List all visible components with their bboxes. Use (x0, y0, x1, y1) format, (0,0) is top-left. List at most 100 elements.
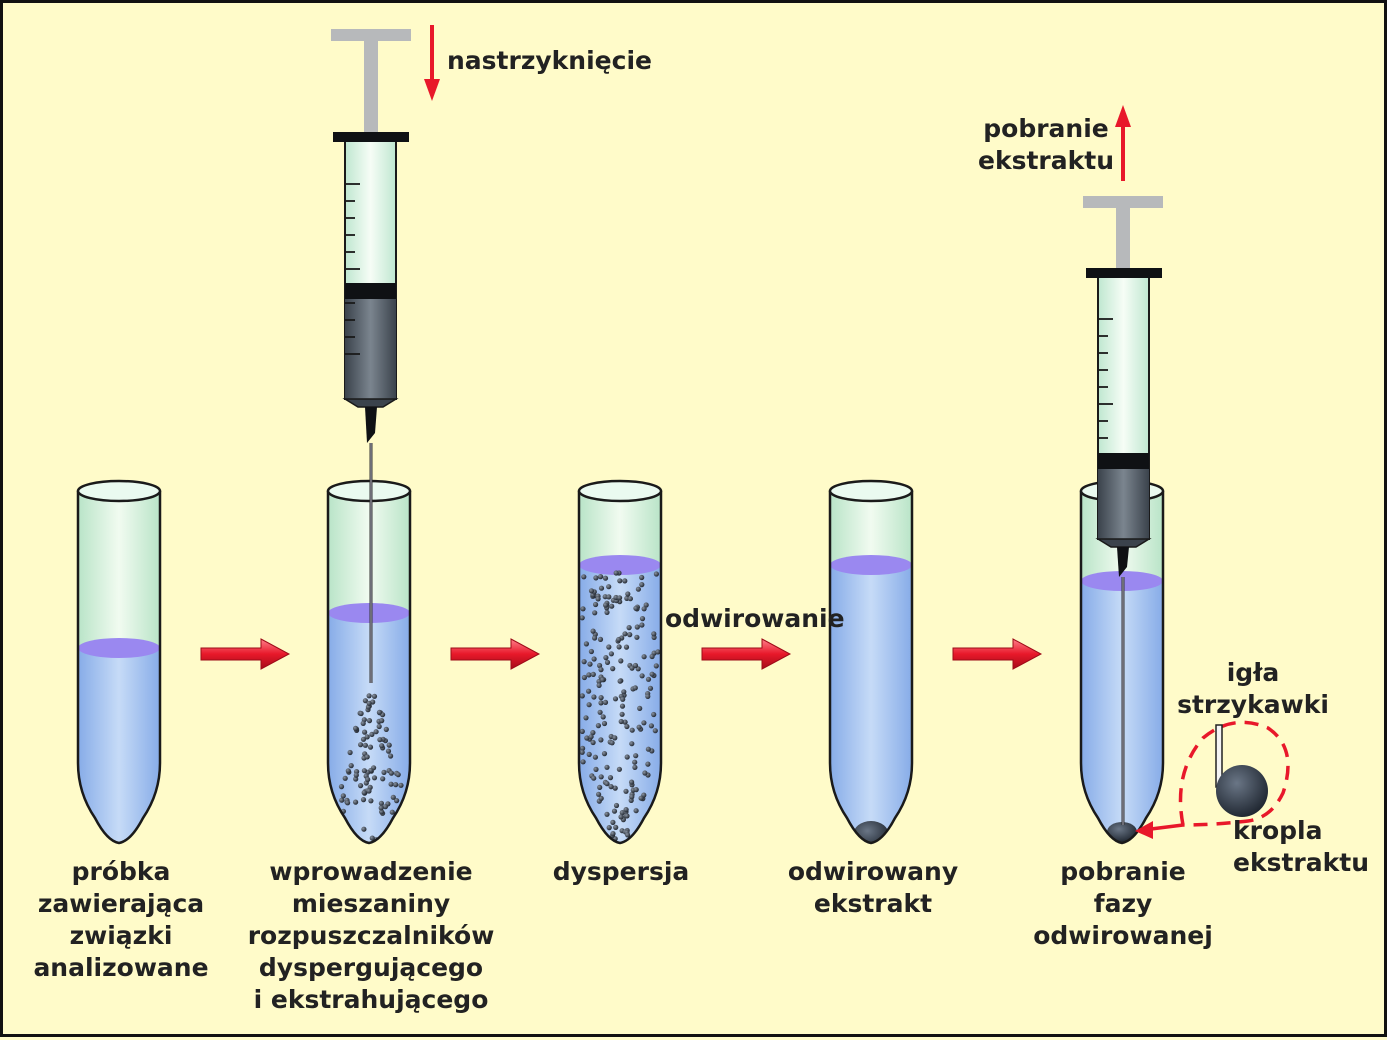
droplet (609, 740, 615, 746)
droplet (383, 726, 389, 733)
droplet (642, 770, 648, 776)
droplet (362, 742, 368, 748)
droplet (611, 808, 618, 814)
droplet (389, 809, 395, 815)
droplet (639, 673, 645, 679)
droplet (613, 802, 620, 809)
droplet (366, 788, 372, 794)
droplet (597, 784, 603, 791)
droplet (645, 761, 651, 767)
droplet (400, 814, 406, 820)
droplet (648, 723, 655, 729)
droplet (638, 795, 644, 801)
right-arrow-icon (200, 638, 291, 670)
droplet (592, 754, 599, 760)
droplet (382, 804, 388, 810)
droplet (627, 596, 634, 602)
droplet (393, 782, 399, 788)
droplet (647, 685, 654, 691)
droplet (604, 781, 610, 787)
droplet (639, 622, 645, 628)
droplet (590, 739, 596, 746)
droplet (618, 814, 624, 820)
droplet (583, 641, 590, 647)
droplet (652, 728, 658, 734)
right-arrow-icon (952, 638, 1043, 670)
droplet (369, 835, 375, 841)
droplet (366, 718, 373, 724)
droplet (394, 798, 400, 804)
step1-label: próbka zawierająca związki analizowane (33, 857, 209, 982)
droplet (617, 595, 623, 601)
droplet (581, 574, 587, 580)
droplet (598, 774, 604, 780)
droplet (399, 831, 406, 837)
droplet (379, 809, 385, 815)
droplet (629, 741, 635, 747)
droplet (361, 790, 367, 796)
droplet (598, 737, 604, 743)
droplet (613, 824, 619, 831)
droplet (579, 728, 585, 735)
droplet (590, 628, 596, 634)
droplet (621, 689, 627, 695)
droplet (633, 808, 639, 814)
droplet (380, 776, 386, 782)
test-tube-icon (326, 479, 412, 845)
droplet (361, 768, 367, 774)
droplet (598, 795, 604, 802)
droplet (345, 768, 351, 774)
test-tube-icon (76, 479, 162, 845)
droplet (381, 769, 387, 776)
droplet (634, 624, 640, 630)
step4-label: odwirowany ekstrakt (787, 857, 959, 918)
droplet (407, 823, 410, 829)
droplet (388, 753, 394, 759)
droplet (639, 574, 645, 581)
droplet (629, 665, 635, 671)
droplet (588, 648, 595, 655)
droplet (641, 720, 647, 726)
droplet (340, 793, 346, 799)
droplet (581, 674, 588, 681)
dispersion-droplets (579, 570, 661, 842)
droplet (629, 794, 635, 800)
test-tube-icon (828, 479, 914, 845)
droplet (616, 644, 622, 650)
down-arrow-icon (424, 25, 440, 101)
needle-label: igła strzykawki (1177, 658, 1329, 719)
droplet (339, 797, 345, 803)
droplet (623, 807, 629, 813)
droplet (598, 700, 604, 706)
droplet (378, 805, 384, 811)
droplet (606, 825, 612, 831)
droplet (608, 784, 614, 790)
droplet (342, 775, 348, 781)
droplet (655, 649, 661, 655)
droplet (338, 784, 345, 790)
right-arrow-icon (450, 638, 541, 670)
droplet (598, 574, 604, 580)
droplet (633, 753, 639, 759)
droplet (348, 763, 354, 769)
droplet (390, 794, 396, 800)
droplet (651, 711, 657, 718)
droplet (364, 754, 370, 760)
droplet (360, 797, 367, 803)
droplet (580, 606, 586, 612)
droplet (373, 729, 379, 735)
droplet (616, 766, 623, 772)
droplet (613, 570, 619, 576)
droplet (586, 672, 592, 678)
droplet (385, 748, 392, 754)
droplet (353, 776, 359, 782)
droplet (629, 727, 635, 733)
droplet (598, 695, 604, 701)
syringe-icon (331, 29, 411, 683)
step2-label: wprowadzenie mieszaniny rozpuszczalników… (247, 857, 495, 1014)
right-arrow-icon (701, 638, 792, 670)
droplet (593, 575, 599, 581)
droplet (366, 693, 372, 699)
droplet (603, 655, 609, 661)
droplet (592, 610, 598, 616)
